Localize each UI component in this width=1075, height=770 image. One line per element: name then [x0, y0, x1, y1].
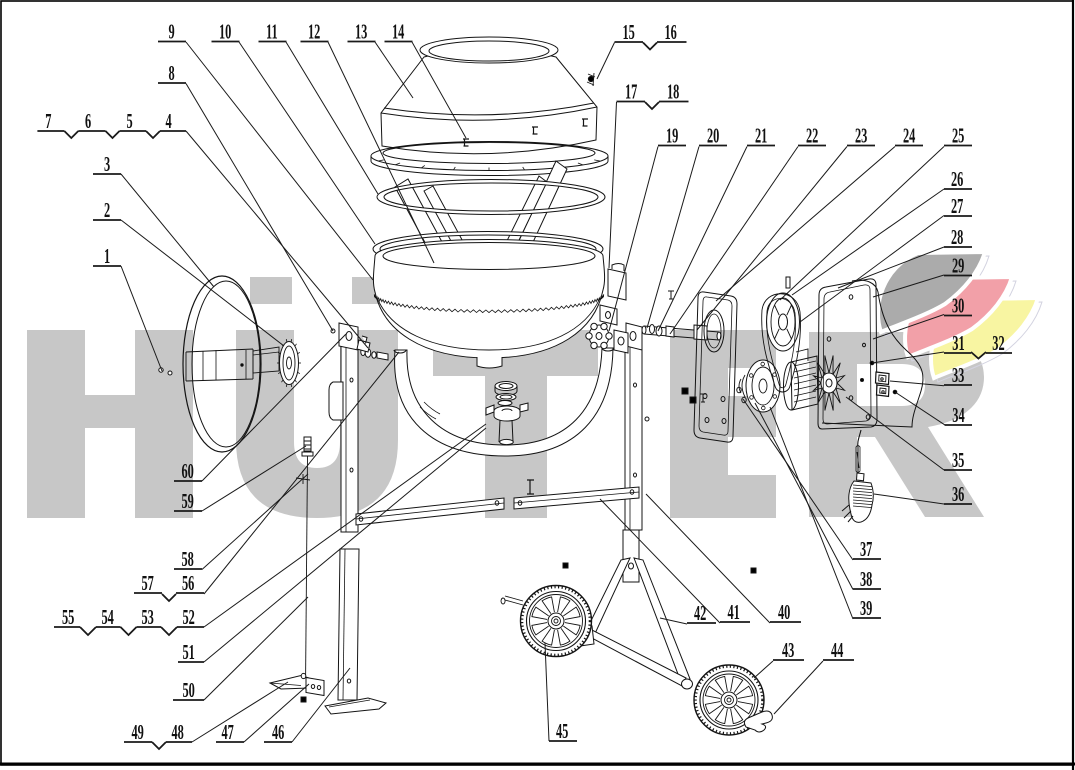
- svg-text:17: 17: [625, 79, 638, 103]
- svg-text:30: 30: [952, 293, 965, 317]
- svg-text:6: 6: [85, 108, 91, 132]
- svg-text:23: 23: [855, 123, 868, 147]
- svg-text:60: 60: [182, 458, 195, 482]
- svg-text:40: 40: [778, 599, 791, 623]
- svg-text:26: 26: [951, 166, 964, 190]
- svg-text:24: 24: [903, 123, 916, 147]
- svg-text:18: 18: [667, 79, 680, 103]
- svg-text:35: 35: [952, 447, 965, 471]
- svg-text:55: 55: [62, 604, 75, 628]
- svg-text:12: 12: [308, 19, 320, 43]
- svg-text:36: 36: [952, 481, 965, 505]
- svg-text:29: 29: [952, 253, 965, 277]
- svg-text:57: 57: [142, 570, 155, 594]
- svg-text:8: 8: [169, 60, 175, 84]
- svg-text:13: 13: [355, 19, 368, 43]
- svg-text:28: 28: [951, 224, 964, 248]
- svg-text:45: 45: [556, 718, 569, 742]
- svg-text:22: 22: [806, 123, 818, 147]
- svg-text:25: 25: [952, 123, 965, 147]
- svg-text:20: 20: [707, 123, 720, 147]
- svg-text:2: 2: [104, 197, 110, 221]
- svg-text:58: 58: [182, 546, 195, 570]
- svg-text:15: 15: [623, 19, 636, 43]
- svg-text:21: 21: [755, 123, 767, 147]
- svg-text:43: 43: [782, 637, 795, 661]
- svg-text:16: 16: [665, 19, 678, 43]
- svg-text:19: 19: [666, 123, 679, 147]
- svg-text:4: 4: [166, 108, 172, 132]
- svg-text:38: 38: [860, 566, 873, 590]
- svg-text:39: 39: [860, 595, 873, 619]
- svg-text:9: 9: [169, 19, 175, 43]
- svg-text:42: 42: [694, 600, 706, 624]
- svg-text:3: 3: [104, 151, 110, 175]
- svg-text:14: 14: [392, 19, 405, 43]
- svg-text:33: 33: [952, 362, 965, 386]
- svg-text:34: 34: [952, 402, 965, 426]
- svg-text:1: 1: [104, 243, 110, 267]
- svg-text:7: 7: [45, 108, 51, 132]
- svg-text:48: 48: [172, 719, 185, 743]
- svg-text:41: 41: [728, 599, 740, 623]
- svg-text:46: 46: [272, 719, 285, 743]
- svg-text:10: 10: [219, 19, 232, 43]
- svg-text:5: 5: [127, 108, 133, 132]
- svg-text:52: 52: [183, 604, 195, 628]
- svg-text:11: 11: [266, 19, 278, 43]
- svg-text:50: 50: [183, 677, 196, 701]
- svg-text:47: 47: [222, 719, 235, 743]
- svg-text:37: 37: [860, 536, 873, 560]
- svg-text:44: 44: [831, 637, 844, 661]
- svg-text:53: 53: [142, 604, 155, 628]
- svg-text:54: 54: [102, 604, 115, 628]
- svg-text:32: 32: [992, 330, 1004, 354]
- svg-text:27: 27: [951, 193, 964, 217]
- svg-text:49: 49: [132, 719, 145, 743]
- svg-text:31: 31: [952, 330, 964, 354]
- svg-text:59: 59: [182, 488, 195, 512]
- svg-text:56: 56: [182, 570, 195, 594]
- svg-text:51: 51: [183, 639, 195, 663]
